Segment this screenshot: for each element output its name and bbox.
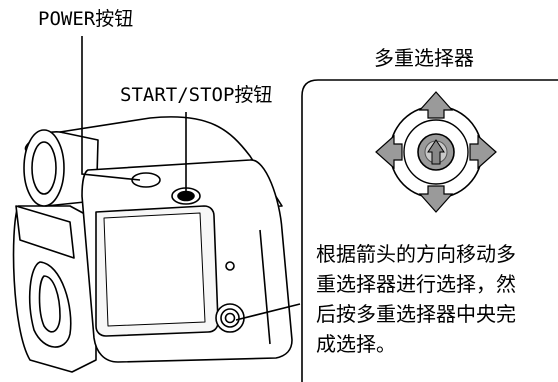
- power-leader-line: [81, 36, 141, 181]
- start-stop-button-label: START/STOP按钮: [120, 84, 273, 106]
- instruction-line: 后按多重选择器中央完: [316, 302, 516, 326]
- hand-strap: [15, 205, 75, 259]
- leader-lines: [81, 36, 301, 321]
- arrow-down-icon: [418, 185, 454, 213]
- multi-selector-icon: [389, 105, 483, 199]
- lens-inner: [31, 141, 57, 195]
- callout-panel: [301, 79, 558, 382]
- instruction-line: 成选择。: [316, 332, 396, 356]
- arrow-right-icon: [469, 134, 497, 170]
- instruction-line: 根据箭头的方向移动多: [316, 242, 516, 266]
- power-button-label: POWER按钮: [38, 8, 134, 30]
- power-button-graphic: [131, 172, 161, 188]
- instruction-text: 根据箭头的方向移动多 重选择器进行选择，然 后按多重选择器中央完 成选择。: [316, 239, 556, 359]
- body-selector-center: [224, 312, 236, 324]
- arrow-up-icon: [418, 91, 454, 119]
- start-stop-button-inner: [177, 190, 195, 202]
- selector-arrows: [375, 91, 497, 213]
- arrow-left-icon: [375, 134, 403, 170]
- instruction-line: 重选择器进行选择，然: [316, 272, 516, 296]
- strap-ring-inner: [38, 275, 61, 333]
- camcorder-illustration: [12, 116, 293, 373]
- multi-selector-title: 多重选择器: [374, 46, 474, 70]
- camcorder-edge: [259, 229, 271, 345]
- selector-leader-line: [235, 303, 301, 321]
- lcd-screen-inner: [103, 212, 206, 327]
- status-lamp: [225, 261, 235, 271]
